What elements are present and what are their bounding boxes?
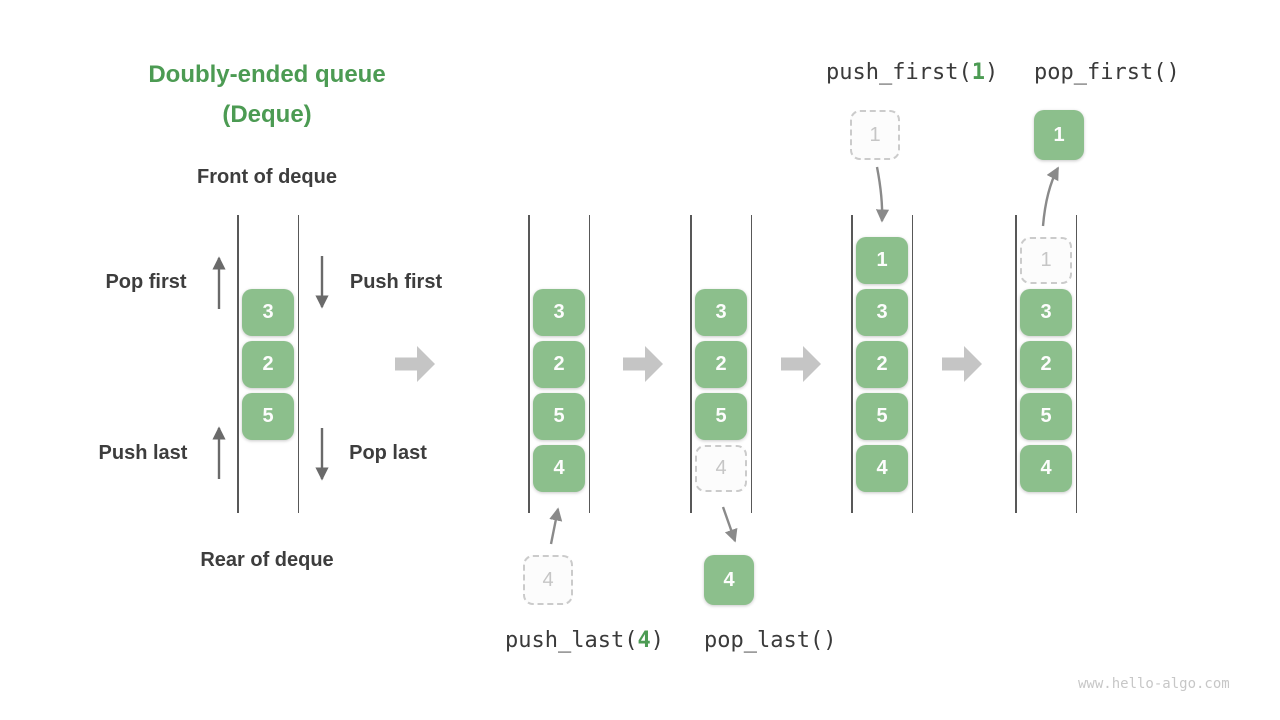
pop-first-code-prefix: pop_first(): [1034, 60, 1180, 85]
queue-after-pop-first-cell-3: 3: [1020, 289, 1072, 336]
pop-last-label: Pop last: [349, 442, 427, 464]
transition-arrow-right-icon-4: [942, 346, 982, 382]
pop-last-result-cell: 4: [704, 555, 754, 605]
push-first-code-label: push_first(1): [826, 61, 998, 85]
queue-after-push-first-cell-4: 4: [856, 445, 908, 492]
push-first-code-suffix: ): [984, 60, 999, 85]
queue-demo-left-wall: [237, 215, 239, 513]
queue-after-push-first-cell-1: 1: [856, 237, 908, 284]
push-first-operand-cell: 1: [850, 110, 900, 160]
page-title-line1: Doubly-ended queue: [148, 61, 386, 88]
queue-after-push-first-cell-3: 3: [856, 289, 908, 336]
queue-after-push-last-cell-5: 5: [533, 393, 585, 440]
queue-after-pop-first-ghost-cell-1: 1: [1020, 237, 1072, 284]
push-last-code-prefix: push_last(: [505, 628, 638, 653]
push-last-insert-arrow-icon: [549, 507, 563, 545]
watermark: www.hello-algo.com: [1078, 676, 1230, 692]
push-last-code-label: push_last(4): [505, 629, 664, 653]
queue-after-push-first-right-wall: [911, 215, 914, 513]
pop-last-code-prefix: pop_last(): [704, 628, 837, 653]
transition-arrow-right-icon-3: [781, 346, 821, 382]
queue-demo-cell-5: 5: [242, 393, 294, 440]
rear-of-deque-label: Rear of deque: [200, 549, 334, 571]
pop-first-label: Pop first: [105, 271, 187, 293]
push-first-code-arg: 1: [971, 60, 985, 85]
queue-after-pop-last-left-wall: [690, 215, 692, 513]
front-of-deque-label: Front of deque: [197, 166, 337, 188]
push-first-code-prefix: push_first(: [826, 60, 972, 85]
queue-after-pop-last-right-wall: [750, 215, 753, 513]
queue-after-pop-last-cell-2: 2: [695, 341, 747, 388]
push-last-label: Push last: [98, 442, 188, 464]
transition-arrow-right-icon-1: [395, 346, 435, 382]
queue-after-push-first-left-wall: [851, 215, 853, 513]
queue-after-push-last-cell-2: 2: [533, 341, 585, 388]
push-last-code-arg: 4: [637, 628, 651, 653]
queue-after-push-last-right-wall: [588, 215, 591, 513]
queue-after-pop-first-cell-2: 2: [1020, 341, 1072, 388]
queue-after-pop-last-cell-5: 5: [695, 393, 747, 440]
queue-after-pop-first-cell-4: 4: [1020, 445, 1072, 492]
queue-after-pop-last-cell-3: 3: [695, 289, 747, 336]
transition-arrow-right-icon-2: [623, 346, 663, 382]
pop-last-remove-arrow-icon: [721, 506, 738, 543]
push-first-insert-arrow-icon: [875, 166, 890, 223]
queue-after-pop-first-cell-5: 5: [1020, 393, 1072, 440]
page-title-line2: (Deque): [222, 101, 312, 128]
queue-after-push-first-cell-2: 2: [856, 341, 908, 388]
pop-last-code-label: pop_last(): [704, 629, 836, 653]
pop-first-result-cell: 1: [1034, 110, 1084, 160]
push-last-code-suffix: ): [650, 628, 664, 653]
push-last-operand-cell: 4: [523, 555, 573, 605]
queue-after-pop-last-ghost-cell-4: 4: [695, 445, 747, 492]
queue-after-push-last-cell-4: 4: [533, 445, 585, 492]
pop-first-code-label: pop_first(): [1034, 61, 1180, 85]
queue-after-push-last-left-wall: [528, 215, 530, 513]
queue-demo-cell-3: 3: [242, 289, 294, 336]
queue-after-push-last-cell-3: 3: [533, 289, 585, 336]
queue-after-pop-first-right-wall: [1075, 215, 1078, 513]
queue-after-pop-first-left-wall: [1015, 215, 1017, 513]
queue-demo-cell-2: 2: [242, 341, 294, 388]
queue-demo-right-wall: [297, 215, 300, 513]
queue-after-push-first-cell-5: 5: [856, 393, 908, 440]
push-first-label: Push first: [349, 271, 443, 293]
pop-first-remove-arrow-icon: [1041, 166, 1060, 227]
